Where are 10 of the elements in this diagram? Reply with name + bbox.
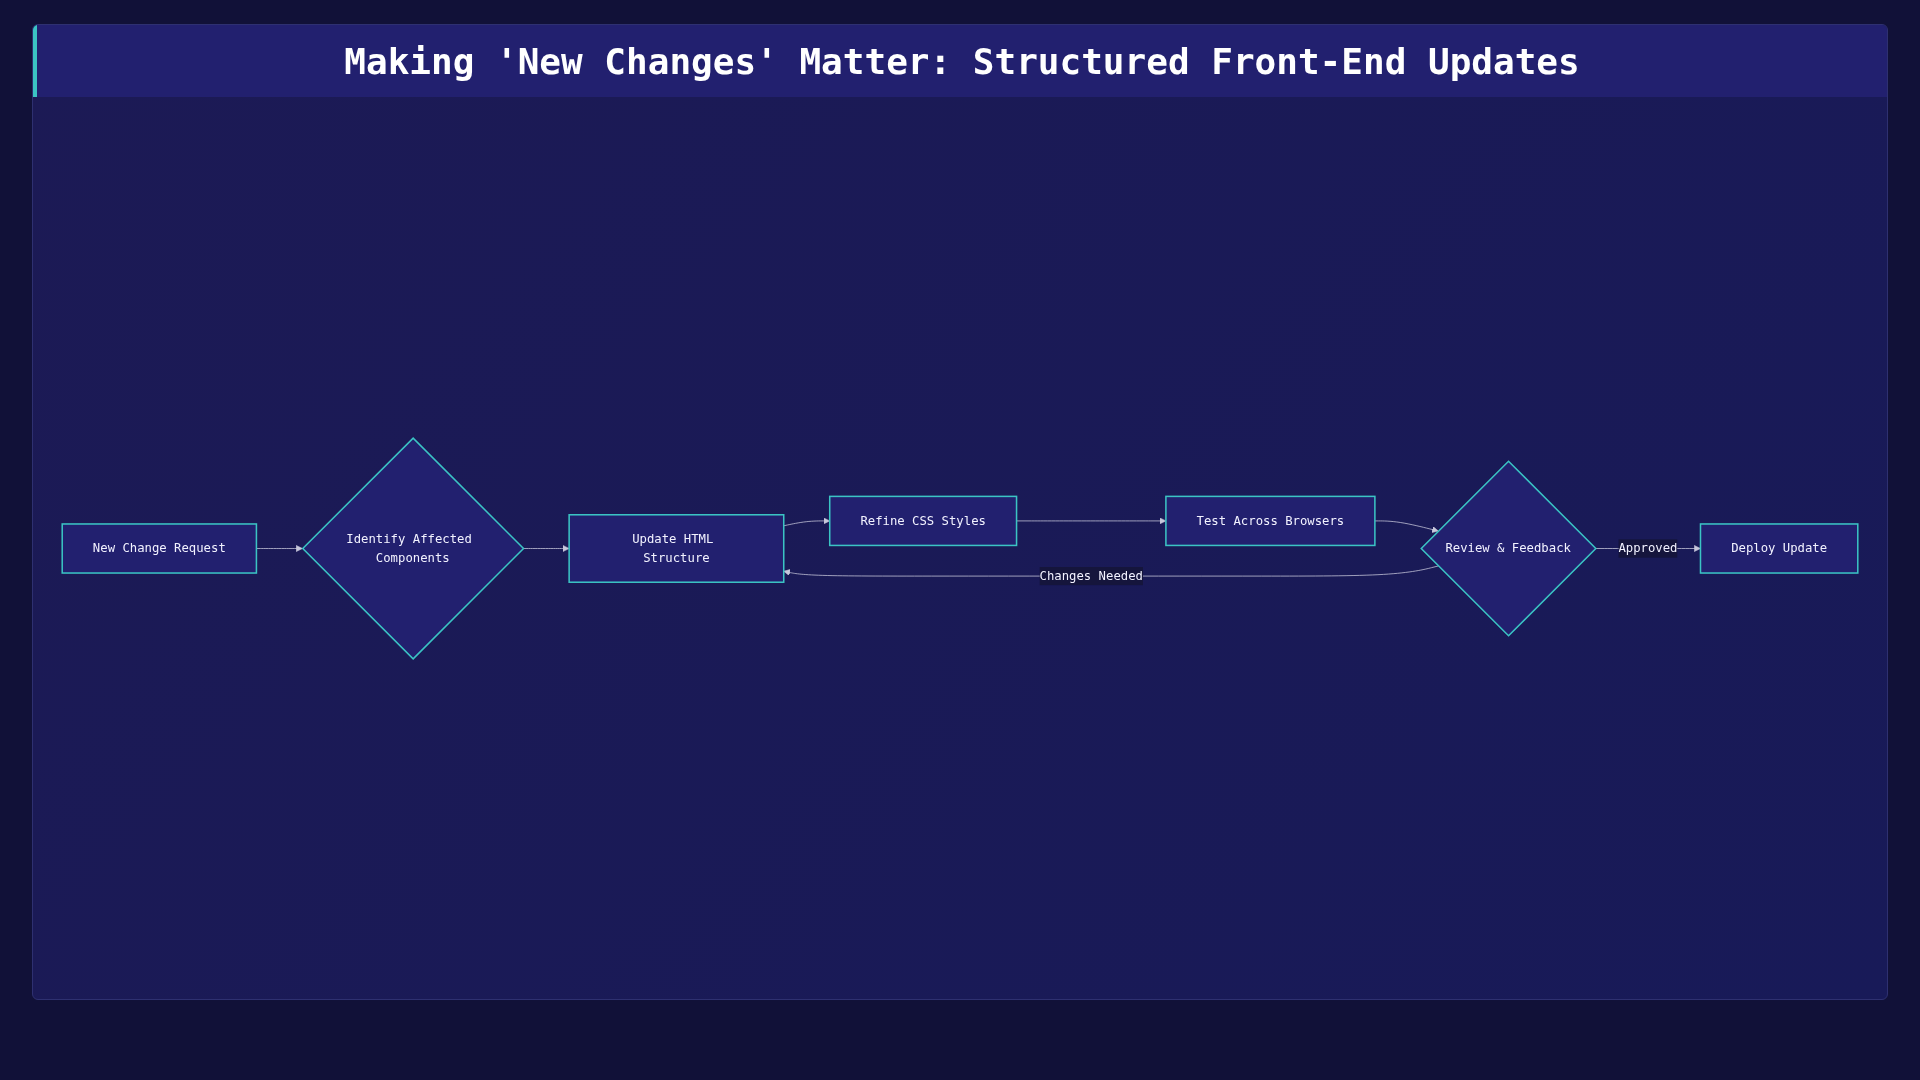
diagram-title: Making 'New Changes' Matter: Structured Front-End Updates: [344, 40, 1580, 82]
edge-label: Changes Needed: [1039, 567, 1143, 583]
node-box: Test Across Browsers: [1165, 495, 1376, 546]
node-diamond: Identify Affected Components: [301, 436, 525, 660]
node-box: New Change Request: [61, 522, 258, 574]
node-box: Refine CSS Styles: [828, 495, 1018, 546]
node-diamond: Review & Feedback: [1420, 459, 1597, 637]
edge-label: Approved: [1618, 540, 1678, 555]
node-box: Deploy Update: [1699, 522, 1859, 574]
node-box: Update HTML Structure: [568, 513, 785, 583]
